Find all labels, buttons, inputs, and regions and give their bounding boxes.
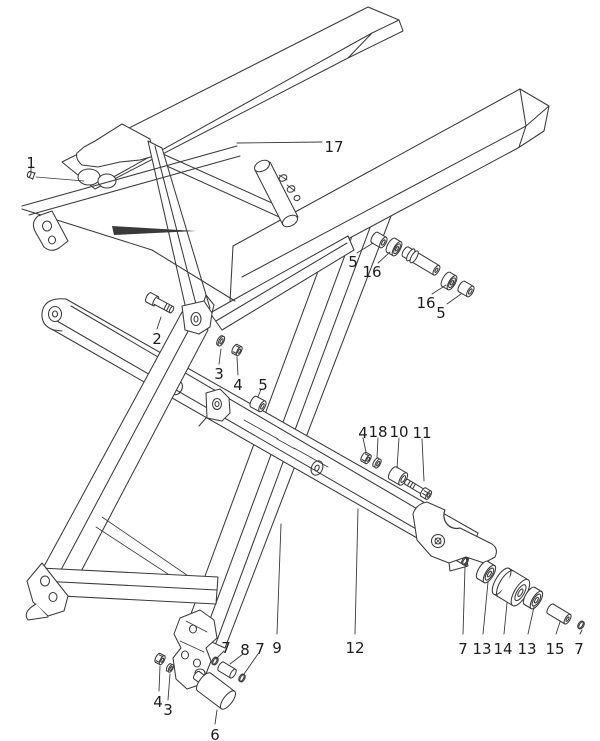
callout-label: 7	[574, 640, 584, 658]
callout-leader	[528, 607, 534, 634]
callout-label: 4	[358, 424, 368, 442]
callout-leader	[219, 349, 221, 364]
callout-label: 7	[255, 640, 265, 658]
callout-label: 7	[221, 639, 231, 657]
callout-leader	[168, 674, 170, 700]
callout-leader	[483, 582, 488, 634]
part-7-snap-ring	[238, 673, 247, 683]
callout-label: 2	[152, 330, 162, 348]
part-2-pin	[144, 292, 175, 315]
callout-label: 8	[240, 641, 250, 659]
arm-hatching	[244, 420, 328, 467]
part-3-washer	[215, 335, 226, 347]
part-1-screw	[26, 170, 84, 181]
part-7-snap-ring	[211, 656, 220, 666]
callout-label: 14	[493, 640, 512, 658]
callout-leader	[447, 294, 461, 304]
callout-label: 13	[517, 640, 536, 658]
claw-bracket	[413, 502, 496, 571]
callout-label: 3	[214, 365, 224, 383]
frame-left-rails	[22, 146, 240, 301]
callout-label: 13	[472, 640, 491, 658]
callout-label: 6	[210, 726, 220, 741]
part-14-roller	[489, 565, 534, 608]
part-16-bearing	[384, 237, 404, 258]
callout-leader	[157, 317, 161, 329]
callout-leader	[159, 666, 160, 691]
part-3-washer	[165, 663, 174, 673]
part-4-nut	[154, 652, 167, 665]
callout-leader	[377, 438, 378, 458]
callout-label: 16	[416, 294, 435, 312]
fork-frame-weldment	[22, 7, 549, 648]
arm-pivot-shaft	[400, 245, 442, 278]
callout-label: 9	[272, 639, 282, 657]
callout-leader	[258, 389, 261, 397]
callout-leader	[215, 710, 217, 724]
callout-label: 5	[436, 304, 446, 322]
callout-label: 7	[458, 640, 468, 658]
callout-label: 3	[163, 701, 173, 719]
callout-label: 4	[233, 376, 243, 394]
part-15-axle-pin	[546, 603, 573, 625]
part-5-bushing	[369, 231, 388, 249]
callout-label: 4	[153, 693, 163, 711]
callout-label: 10	[389, 423, 408, 441]
callout-label: 18	[368, 423, 387, 441]
part-7-snap-ring	[577, 620, 586, 630]
callout-leader	[556, 622, 560, 634]
leg-foot	[26, 563, 68, 620]
callout-label: 5	[348, 253, 358, 271]
callout-label: 15	[545, 640, 564, 658]
callout-leader	[378, 252, 390, 263]
mast	[148, 141, 210, 318]
callout-leader	[363, 438, 366, 452]
callout-leader	[432, 285, 446, 294]
part-8-pin	[217, 661, 238, 679]
callout-label: 5	[258, 376, 268, 394]
arm-hole	[309, 459, 325, 477]
callout-label: 1	[26, 154, 36, 172]
callout-label: 12	[345, 639, 364, 657]
pivot-link-plate	[210, 236, 354, 330]
part-5-bushing	[456, 280, 475, 298]
callout-label: 17	[324, 138, 343, 156]
callout-leader	[237, 142, 322, 143]
callout-leader	[237, 357, 238, 375]
arm-bracket	[199, 389, 230, 426]
callout-leader	[230, 654, 243, 664]
part-5-bushing	[248, 395, 267, 413]
pivot-bracket	[182, 295, 214, 334]
callout-leader	[355, 509, 358, 634]
callout-leader	[504, 603, 507, 634]
part-16-bearing	[439, 271, 459, 292]
part-4-nut	[360, 451, 373, 464]
part-4-nut	[231, 343, 244, 356]
part-13-bearing	[521, 585, 545, 610]
callout-leader	[580, 630, 582, 634]
part-10-roller	[387, 465, 410, 486]
callout-leader	[463, 567, 465, 634]
callout-leader	[357, 243, 373, 253]
callout-label: 11	[412, 424, 431, 442]
part-7-snap-ring	[461, 556, 470, 566]
callout-leader	[216, 651, 224, 659]
part-11-bolt	[403, 477, 433, 500]
part-18-washer	[372, 457, 383, 469]
callout-leader	[397, 438, 399, 468]
callout-leader	[277, 524, 281, 634]
callout-leader	[422, 439, 424, 481]
frame-front-lug	[33, 211, 68, 250]
part-6-roller	[192, 670, 238, 711]
pump-unit	[253, 158, 301, 229]
part-13-bearing	[474, 559, 498, 584]
arm-lug	[42, 299, 66, 331]
callout-leader	[244, 654, 258, 674]
callout-label: 16	[362, 263, 381, 281]
